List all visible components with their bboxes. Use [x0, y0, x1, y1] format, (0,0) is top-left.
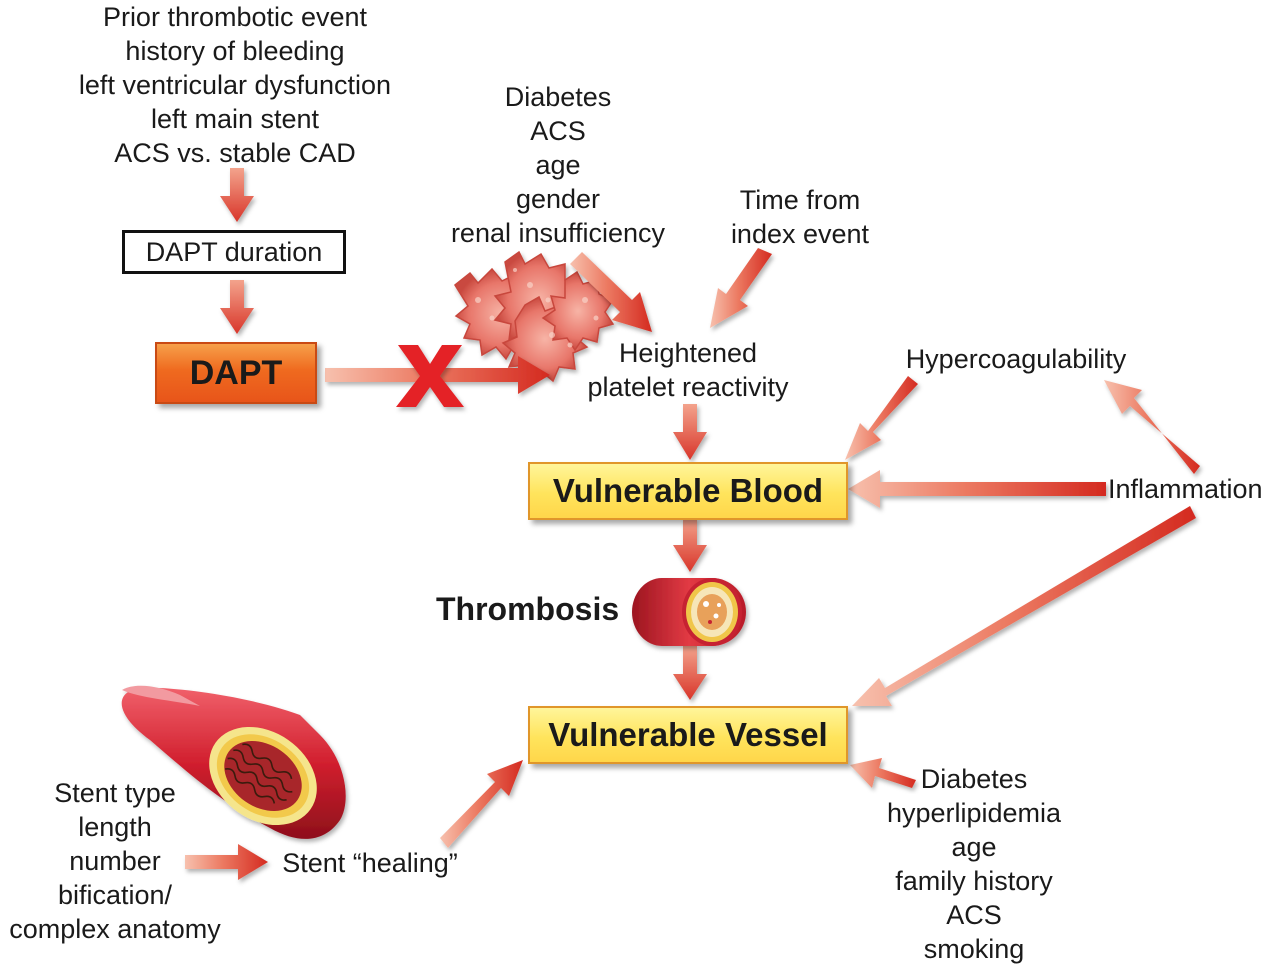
- risk-factor-stable-cad: vs. stable CAD: [177, 138, 356, 168]
- arrow-patient-factors-to-platelet: [570, 252, 652, 332]
- heightened-line: Heightened: [618, 338, 758, 368]
- dapt-duration-box: DAPT duration: [122, 230, 346, 274]
- stent-factor: number: [69, 846, 161, 876]
- risk-factor-line-acs: ACS vs. stable CAD: [40, 136, 430, 170]
- vulnerable-vessel-box: Vulnerable Vessel: [528, 706, 848, 764]
- stent-factor: length: [78, 812, 152, 842]
- vessel-factor: hyperlipidemia: [886, 798, 1062, 828]
- dapt-label: DAPT: [189, 353, 283, 392]
- patient-factor: age: [535, 150, 581, 180]
- arrow-healing-to-vessel: [440, 760, 523, 848]
- stented-vessel-icon: [121, 685, 346, 839]
- vessel-factor: Diabetes: [920, 764, 1028, 794]
- vulnerable-vessel-label: Vulnerable Vessel: [548, 716, 828, 753]
- vessel-factor: ACS: [946, 900, 1002, 930]
- stent-factor: bification/: [57, 880, 173, 910]
- arrow-platelet-to-blood: [673, 404, 707, 460]
- vulnerable-blood-label: Vulnerable Blood: [552, 472, 824, 509]
- vessel-factor: smoking: [923, 934, 1025, 964]
- arrow-inflammation-to-hypercoagulability: [1104, 380, 1200, 474]
- arrow-inflammation-to-blood: [848, 470, 1106, 508]
- arrow-blood-to-thrombosis: [673, 518, 707, 572]
- block-x-icon: [396, 345, 464, 407]
- patient-factors-list: Diabetes ACS age gender renal insufficie…: [432, 80, 684, 250]
- arrow-stent-factors-to-healing: [185, 844, 268, 880]
- risk-factor-acs: ACS: [114, 138, 170, 168]
- platelet-reactivity-line: platelet reactivity: [587, 372, 789, 402]
- artery-cross-section-icon: [632, 578, 746, 646]
- stent-factor: complex anatomy: [9, 914, 221, 944]
- patient-factor: Diabetes: [504, 82, 612, 112]
- arrow-duration-to-dapt: [220, 280, 254, 334]
- stent-factor: Stent type: [54, 778, 176, 808]
- dapt-duration-label: DAPT duration: [145, 236, 323, 267]
- arrow-risk-to-duration: [220, 168, 254, 222]
- vulnerable-blood-box: Vulnerable Blood: [528, 462, 848, 520]
- vessel-factor: age: [951, 832, 997, 862]
- risk-factor-line: left ventricular dysfunction: [78, 70, 392, 100]
- thrombosis-label: Thrombosis: [436, 591, 620, 627]
- arrow-hypercoagulability-to-blood: [845, 376, 918, 460]
- arrow-thrombosis-to-vessel: [673, 646, 707, 700]
- arrow-inflammation-to-vessel: [852, 506, 1196, 706]
- stent-healing-label: Stent “healing”: [282, 848, 458, 878]
- hypercoagulability-label: Hypercoagulability: [905, 344, 1127, 374]
- vessel-factors-list: Diabetes hyperlipidemia age family histo…: [872, 762, 1076, 966]
- patient-factor: renal insufficiency: [450, 218, 666, 248]
- stent-factors-list: Stent type length number bification/ com…: [0, 776, 230, 946]
- risk-factor-line: Prior thrombotic event: [102, 2, 368, 32]
- arrow-time-to-platelet: [710, 248, 772, 328]
- risk-factor-line: left main stent: [150, 104, 320, 134]
- index-event-line: index event: [730, 219, 870, 249]
- patient-factor: gender: [515, 184, 601, 214]
- inflammation-label: Inflammation: [1108, 474, 1263, 504]
- arrow-vessel-factors-to-vessel: [850, 758, 916, 788]
- time-from-index-label: Time from index event: [712, 183, 888, 251]
- patient-factor: ACS: [530, 116, 586, 146]
- top-risk-factors-list: Prior thrombotic event history of bleedi…: [40, 0, 430, 170]
- vessel-factor: family history: [895, 866, 1053, 896]
- time-from-line: Time from: [739, 185, 861, 215]
- risk-factor-line: history of bleeding: [125, 36, 345, 66]
- dapt-box: DAPT: [155, 342, 317, 404]
- platelet-reactivity-label: Heightened platelet reactivity: [566, 336, 810, 404]
